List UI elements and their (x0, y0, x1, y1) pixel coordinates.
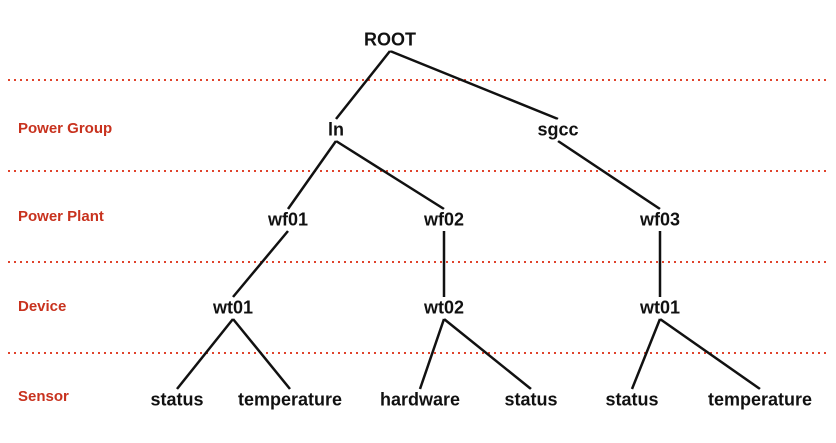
tree-edge-root-sgcc (389, 49, 559, 121)
tree-edge-wt02-s4 (443, 318, 532, 390)
tree-edge-wt01b-s5 (630, 318, 662, 390)
level-label-power-group: Power Group (18, 120, 113, 137)
tree-node-s3: hardware (376, 389, 464, 411)
tree-edge-root-ln (335, 50, 391, 120)
level-label-device: Device (18, 298, 67, 315)
level-label-sensor: Sensor (18, 388, 69, 405)
tree-edge-wf01-wt01a (232, 230, 289, 298)
tree-node-wt01b: wt01 (636, 297, 684, 319)
tree-node-wt02: wt02 (420, 297, 468, 319)
tree-edge-ln-wf01 (286, 140, 338, 210)
tree-edge-wt01a-s2 (232, 318, 291, 390)
tree-node-s1: status (147, 389, 207, 411)
tree-node-sgcc: sgcc (534, 119, 582, 141)
tree-edge-wt01a-s1 (176, 318, 234, 390)
tree-edge-sgcc-wf03 (557, 139, 661, 211)
tree-node-s6: temperature (704, 389, 816, 411)
tree-node-wf02: wf02 (420, 209, 468, 231)
tree-node-wt01a: wt01 (209, 297, 257, 319)
tree-node-s5: status (602, 389, 662, 411)
tree-node-ln: ln (325, 119, 347, 141)
level-label-power-plant: Power Plant (18, 208, 104, 225)
tree-edge-wt02-s3 (418, 318, 446, 390)
tree-edge-ln-wf02 (335, 139, 445, 211)
tree-node-wf03: wf03 (636, 209, 684, 231)
tree-node-root: ROOT (361, 29, 419, 51)
tree-node-s2: temperature (234, 389, 346, 411)
tree-edge-wt01b-s6 (659, 317, 761, 391)
tree-node-s4: status (501, 389, 561, 411)
tree-node-wf01: wf01 (264, 209, 312, 231)
